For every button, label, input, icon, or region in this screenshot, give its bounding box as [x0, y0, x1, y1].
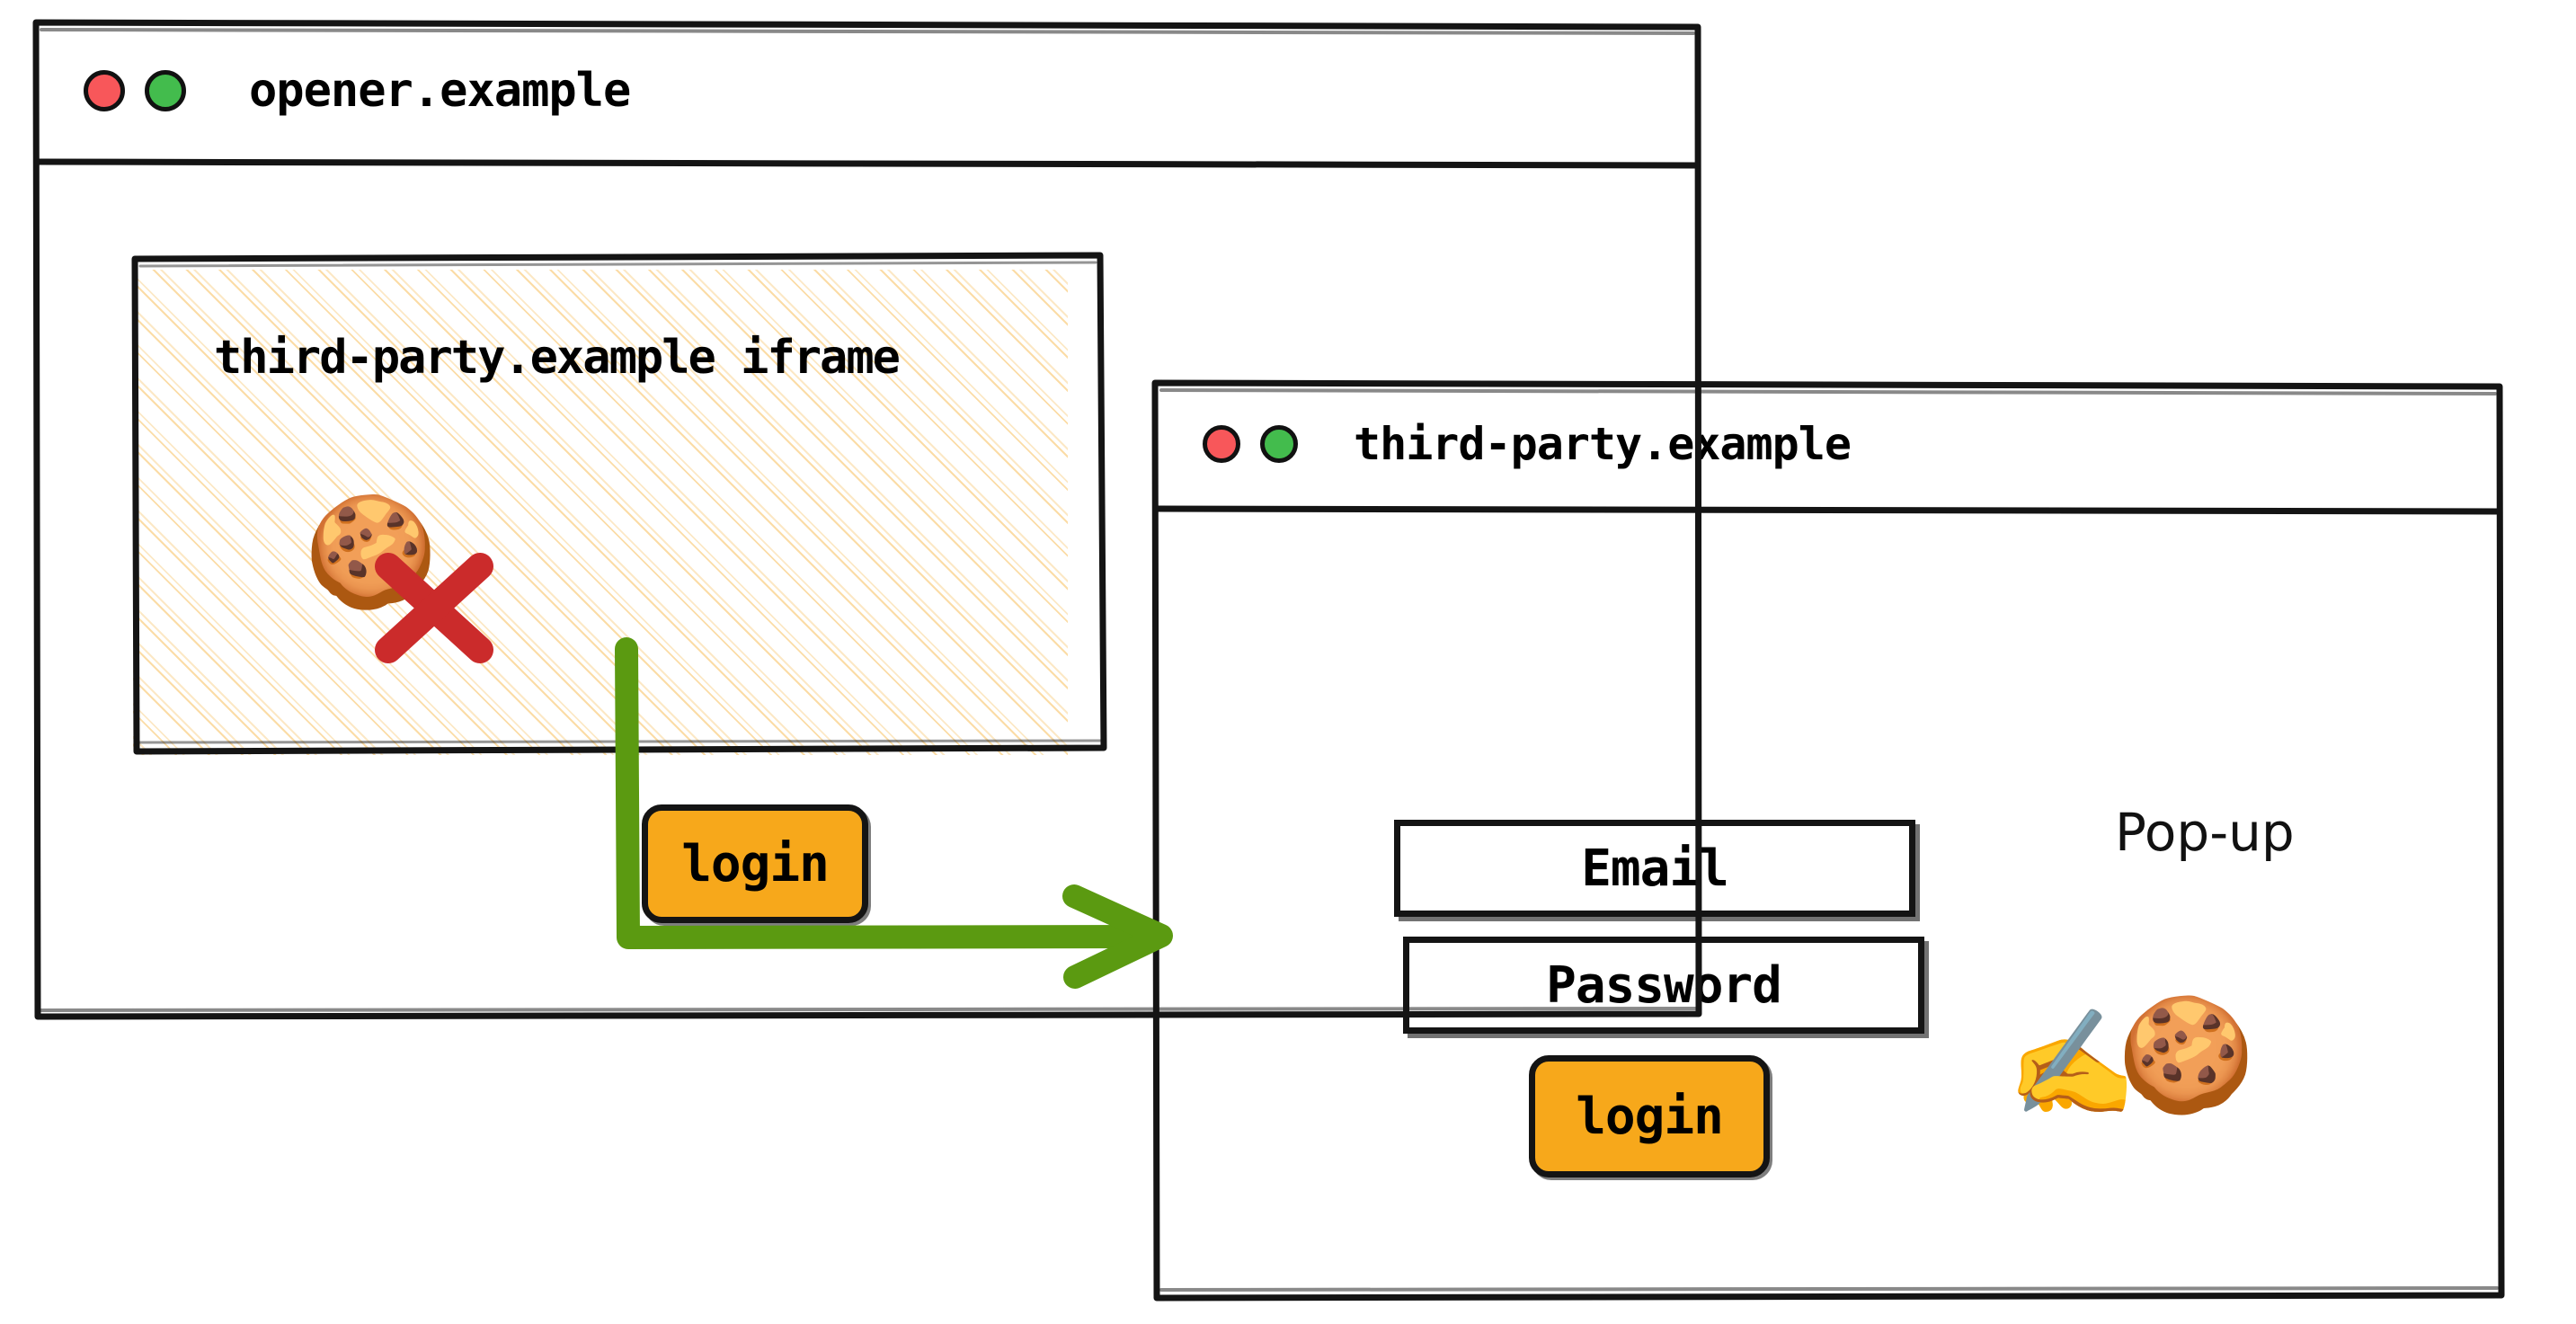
popup-browser-window: third-party.example Email Password login… — [1153, 381, 2501, 1300]
email-field[interactable]: Email — [1394, 820, 1915, 917]
iframe-login-button[interactable]: login — [642, 804, 868, 923]
iframe-label: third-party.example iframe — [214, 331, 901, 385]
popup-login-button[interactable]: login — [1529, 1055, 1770, 1177]
password-field[interactable]: Password — [1403, 937, 1924, 1034]
opener-titlebar: opener.example — [34, 20, 1701, 162]
popup-titlebar: third-party.example — [1153, 381, 2501, 507]
maximize-icon[interactable] — [145, 70, 186, 111]
maximize-icon[interactable] — [1260, 425, 1298, 463]
opener-window-title: opener.example — [249, 64, 631, 118]
popup-window-title: third-party.example — [1354, 418, 1852, 470]
third-party-iframe: third-party.example iframe 🍪 login — [133, 270, 1068, 923]
close-icon[interactable] — [1203, 425, 1240, 463]
cookie-icon: 🍪 — [2117, 991, 2256, 1120]
popup-window-body: Email Password login Pop-up ✍️ 🍪 — [1153, 507, 2501, 1300]
close-icon[interactable] — [84, 70, 125, 111]
popup-annotation-label: Pop-up — [2115, 802, 2295, 863]
red-x-icon — [375, 553, 493, 663]
